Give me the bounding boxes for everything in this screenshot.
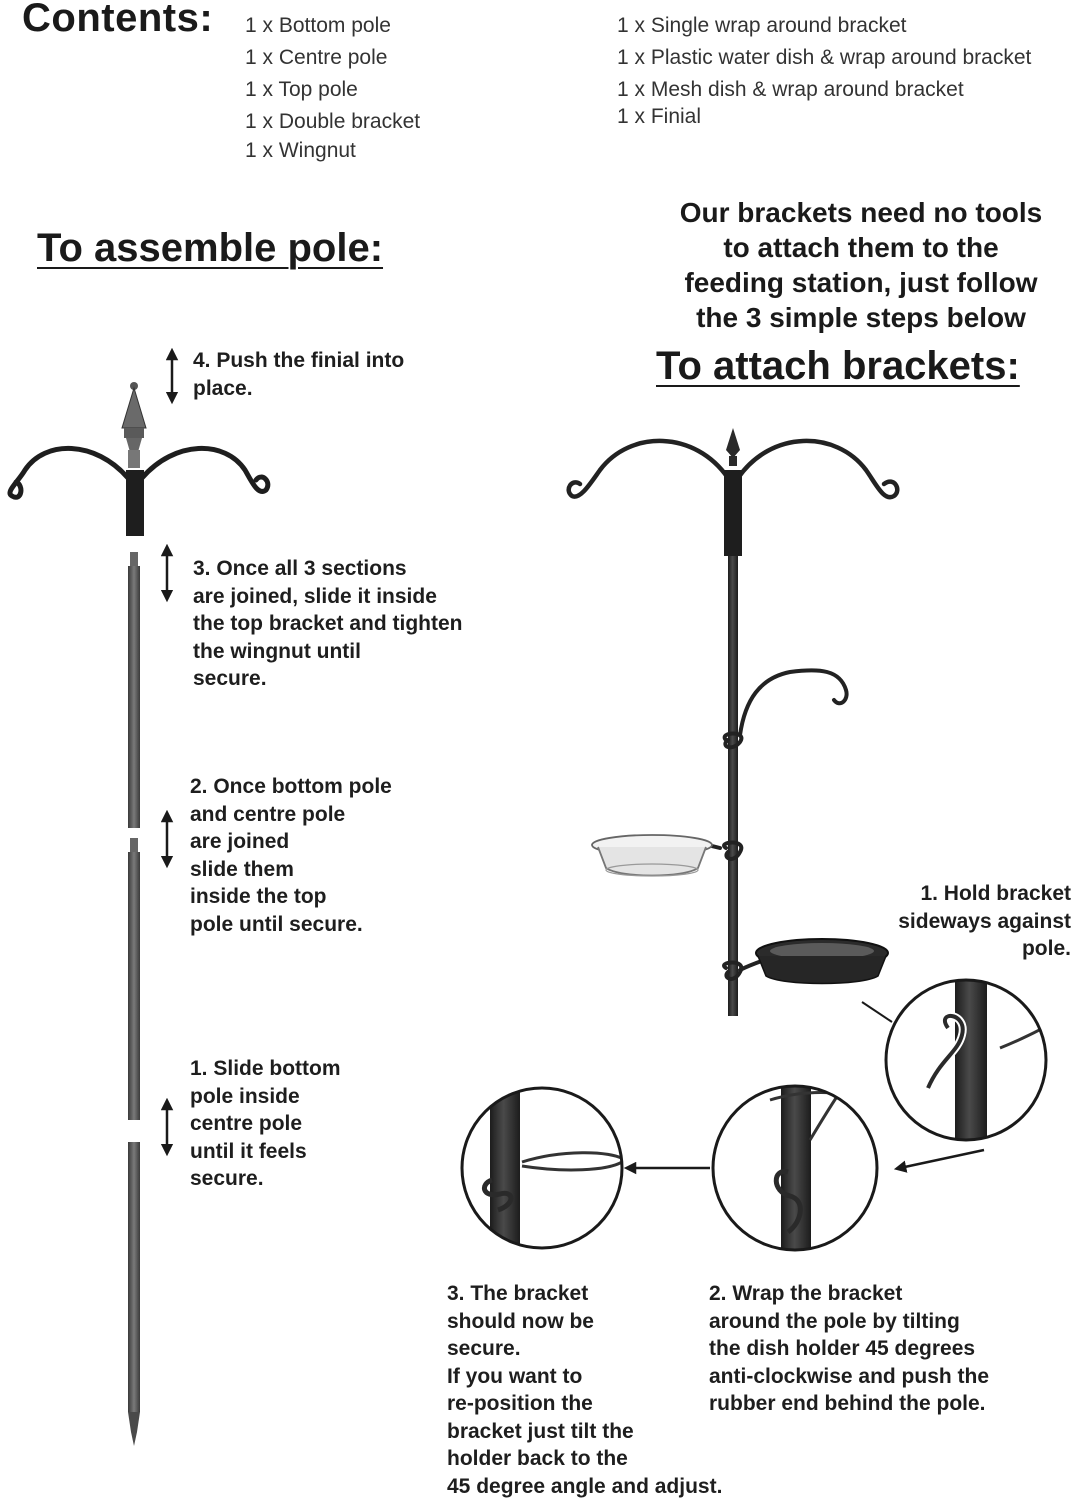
step-line: 3. Once all 3 sections <box>193 557 407 580</box>
step-line: secure. <box>190 1167 264 1190</box>
top-pole <box>128 552 140 828</box>
step-line: 2. Once bottom pole <box>190 775 392 798</box>
step-line: should now be <box>447 1309 594 1333</box>
step-line: holder back to the <box>447 1447 628 1470</box>
step-line: re-position the <box>447 1392 593 1415</box>
bracket-step-3: 3. The bracket should now be secure. If … <box>447 1280 722 1500</box>
contents-item: 1 x Bottom pole <box>245 14 391 37</box>
step-line: 4. Push the finial into <box>193 349 405 372</box>
contents-item: 1 x Centre pole <box>245 46 388 69</box>
contents-item: 1 x Double bracket <box>245 110 421 133</box>
bottom-pole <box>128 1142 140 1446</box>
bracket-sleeve <box>126 470 144 536</box>
step-line: pole inside <box>190 1084 300 1108</box>
step-line: are joined, slide it inside <box>193 584 437 608</box>
step-line: pole. <box>1021 937 1071 960</box>
contents-item: 1 x Single wrap around bracket <box>617 14 907 37</box>
centre-pole <box>128 838 140 1120</box>
note-line: the 3 simple steps below <box>696 302 1026 333</box>
step-line: until it feels <box>190 1139 307 1163</box>
contents-item: 1 x Top pole <box>245 78 358 101</box>
step-line: 3. The bracket <box>447 1282 589 1305</box>
note-line: Our brackets need no tools <box>679 197 1043 228</box>
step-line: are joined <box>190 830 290 853</box>
step-line: slide them <box>190 857 294 881</box>
step-line: the top bracket and tighten <box>193 612 463 635</box>
note-line: to attach them to the <box>723 232 999 263</box>
detail-circle-secure-icon <box>460 1086 624 1250</box>
brackets-heading: To attach brackets: <box>656 344 1020 388</box>
bracket-step-1: 1. Hold bracket sideways against pole. <box>898 880 1071 963</box>
double-bracket-icon <box>7 446 271 500</box>
step-line: 45 degree angle and adjust. <box>447 1474 723 1498</box>
step-line: inside the top <box>190 885 327 908</box>
detail-circle-wrap-icon <box>711 1084 879 1252</box>
step-line: If you want to <box>447 1364 583 1388</box>
step-line: rubber end behind the pole. <box>709 1392 986 1415</box>
contents-item: 1 x Wingnut <box>245 139 356 162</box>
contents-item: 1 x Mesh dish & wrap around bracket <box>617 78 964 101</box>
step-line: centre pole <box>190 1112 303 1135</box>
assemble-step-3: 3. Once all 3 sections are joined, slide… <box>193 555 463 693</box>
step-line: around the pole by tilting <box>709 1309 960 1333</box>
assemble-step-2: 2. Once bottom pole and centre pole are … <box>190 773 392 938</box>
bracket-step-2: 2. Wrap the bracket around the pole by t… <box>709 1280 989 1418</box>
step-line: bracket just tilt the <box>447 1419 634 1443</box>
finial-icon <box>121 382 147 468</box>
arrow-icon <box>893 1148 985 1173</box>
step-line: 2. Wrap the bracket <box>709 1282 903 1305</box>
step-line: secure. <box>447 1337 521 1360</box>
contents-item: 1 x Finial <box>617 105 702 128</box>
step-line: the dish holder 45 degrees <box>709 1337 976 1360</box>
assemble-heading: To assemble pole: <box>37 226 384 270</box>
assemble-step-1: 1. Slide bottom pole inside centre pole … <box>190 1055 341 1193</box>
step-line: 1. Hold bracket <box>920 882 1071 905</box>
feeding-station-icon <box>566 428 900 1016</box>
contents-title: Contents: <box>22 0 214 40</box>
step-line: anti-clockwise and push the <box>709 1364 990 1388</box>
step-line: the wingnut until <box>193 639 361 663</box>
contents-item: 1 x Plastic water dish & wrap around bra… <box>617 46 1032 69</box>
brackets-note: Our brackets need no tools to attach the… <box>645 195 1075 335</box>
detail-circle-hold-icon <box>884 978 1048 1142</box>
step-line: pole until secure. <box>190 912 363 936</box>
assemble-step-4: 4. Push the finial into place. <box>193 347 404 402</box>
step-line: sideways against <box>898 909 1071 933</box>
step-line: secure. <box>193 667 267 690</box>
step-line: 1. Slide bottom <box>190 1057 341 1080</box>
note-line: feeding station, just follow <box>684 267 1038 298</box>
step-line: place. <box>193 376 253 400</box>
step-line: and centre pole <box>190 802 346 826</box>
